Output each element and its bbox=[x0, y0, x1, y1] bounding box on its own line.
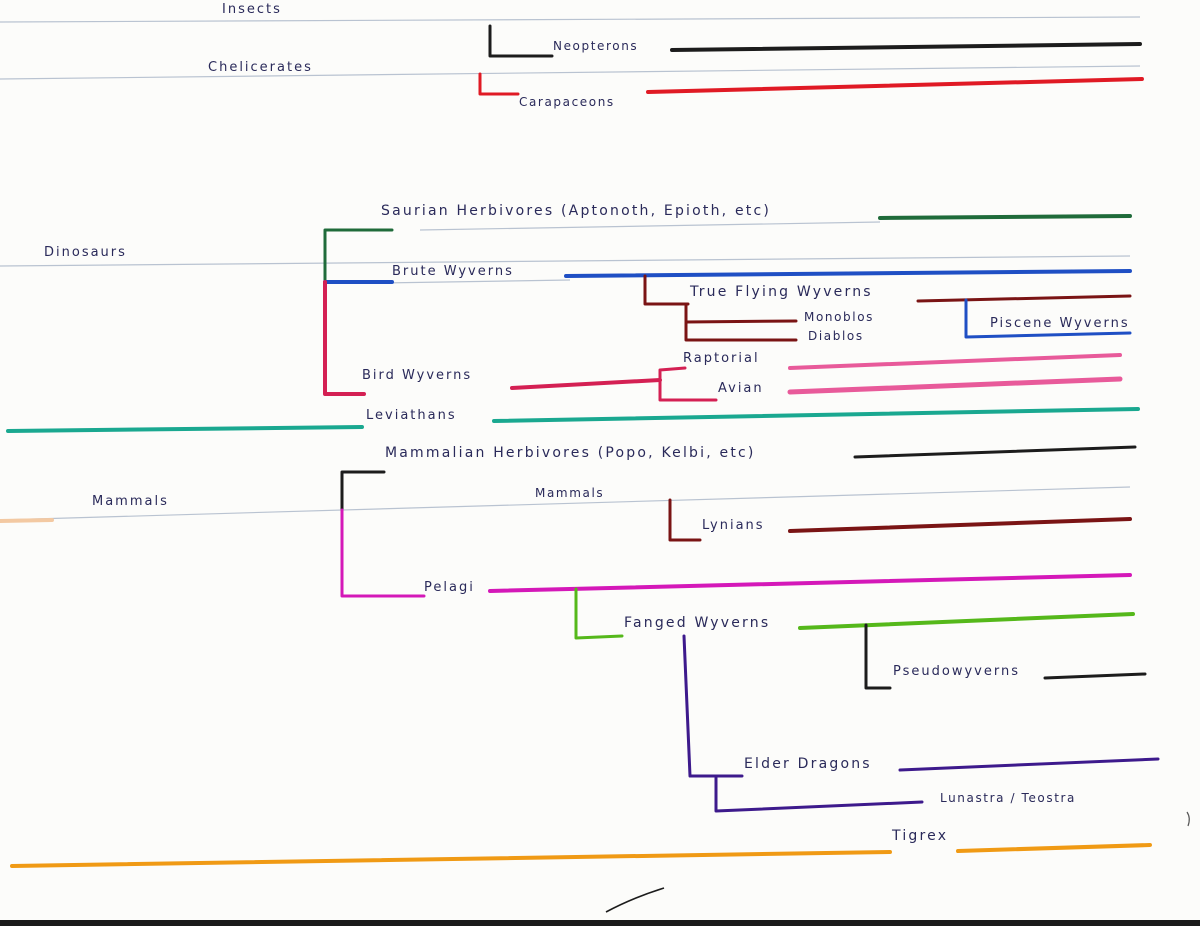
label-mammals-group: Mammals bbox=[92, 494, 169, 509]
ruled-line bbox=[0, 65, 1141, 80]
branch-raptorial-stem bbox=[658, 366, 687, 382]
branch-lunastra-teostra bbox=[714, 776, 924, 813]
label-fanged-wyverns: Fanged Wyverns bbox=[624, 615, 771, 631]
label-raptorial: Raptorial bbox=[683, 351, 760, 366]
branch-carapaceons-stem bbox=[478, 72, 520, 96]
ruled-lines bbox=[0, 16, 1141, 521]
color-smudge bbox=[0, 518, 54, 523]
label-lunastra-teostra: Lunastra / Teostra bbox=[940, 791, 1077, 805]
stray-pen-stroke bbox=[1186, 811, 1190, 827]
label-mammals-branch: Mammals bbox=[535, 486, 605, 500]
branch-mammalian-stem bbox=[340, 470, 386, 512]
label-avian: Avian bbox=[718, 381, 764, 396]
branch-bird-wyverns-stem bbox=[323, 280, 366, 396]
branch-pelagi-tip bbox=[488, 573, 1132, 593]
branch-avian-stem bbox=[658, 378, 718, 402]
branch-saurian-tip bbox=[878, 214, 1132, 220]
label-lynians: Lynians bbox=[702, 518, 765, 533]
ruled-line bbox=[0, 486, 1131, 521]
ruled-line bbox=[419, 221, 881, 231]
label-insects: Insects bbox=[222, 2, 282, 17]
label-elder-dragons: Elder Dragons bbox=[744, 756, 872, 772]
tree-branches bbox=[0, 24, 1160, 868]
branch-tigrex bbox=[10, 843, 1152, 868]
branch-elder-dragons-stem bbox=[682, 634, 744, 778]
branch-pelagi-stem bbox=[340, 508, 426, 598]
branch-avian-tip bbox=[787, 376, 1123, 395]
label-diablos: Diablos bbox=[808, 329, 864, 343]
label-bird-wyverns: Bird Wyverns bbox=[362, 368, 473, 383]
branch-bird-wyverns-tip bbox=[510, 378, 662, 390]
branch-lynians-stem bbox=[668, 498, 702, 542]
ruled-line bbox=[0, 16, 1141, 23]
branch-pseudowyverns-tip bbox=[1043, 672, 1147, 680]
label-neopterons: Neopterons bbox=[553, 39, 639, 53]
branch-neopterons-tip bbox=[670, 42, 1142, 52]
branch-elder-dragons-tip bbox=[898, 757, 1160, 772]
branch-fanged-tip bbox=[798, 612, 1135, 630]
branch-true-flying-stem bbox=[643, 274, 690, 306]
label-pelagi: Pelagi bbox=[424, 580, 475, 595]
label-pseudowyverns: Pseudowyverns bbox=[893, 664, 1020, 679]
label-monoblos: Monoblos bbox=[804, 310, 874, 324]
branch-brute-wyverns bbox=[323, 269, 1132, 284]
branch-saurian-stem bbox=[323, 228, 394, 284]
branch-lynians-tip bbox=[788, 517, 1132, 533]
stray-pen-stroke bbox=[605, 887, 665, 913]
branch-diablos bbox=[684, 320, 798, 342]
label-true-flying-wyverns: True Flying Wyverns bbox=[690, 284, 873, 300]
label-chelicerates: Chelicerates bbox=[208, 60, 313, 75]
label-leviathans: Leviathans bbox=[366, 408, 457, 423]
label-dinosaurs: Dinosaurs bbox=[44, 245, 127, 260]
branch-piscene-stem bbox=[964, 298, 1132, 339]
branch-carapaceons-tip bbox=[646, 77, 1144, 94]
label-tigrex: Tigrex bbox=[892, 828, 949, 844]
scanner-edge bbox=[0, 920, 1200, 926]
branch-mammalian-tip bbox=[853, 445, 1137, 459]
label-brute-wyverns: Brute Wyverns bbox=[392, 264, 514, 279]
branch-raptorial-tip bbox=[788, 353, 1122, 370]
branch-true-flying-tip bbox=[916, 294, 1132, 303]
label-mammalian-herbivores: Mammalian Herbivores (Popo, Kelbi, etc) bbox=[385, 445, 756, 461]
branch-fanged-stem bbox=[574, 587, 624, 640]
label-piscene-wyverns: Piscene Wyverns bbox=[990, 316, 1130, 331]
label-saurian-herbivores: Saurian Herbivores (Aptonoth, Epioth, et… bbox=[381, 203, 772, 219]
ruled-line bbox=[0, 255, 1131, 267]
ruled-line bbox=[379, 279, 571, 284]
branch-monoblos bbox=[684, 302, 798, 324]
branch-neopterons-stem bbox=[488, 24, 554, 58]
branch-pseudowyverns-stem bbox=[864, 623, 892, 690]
branch-leviathans bbox=[6, 407, 1140, 433]
label-carapaceons: Carapaceons bbox=[519, 95, 615, 109]
